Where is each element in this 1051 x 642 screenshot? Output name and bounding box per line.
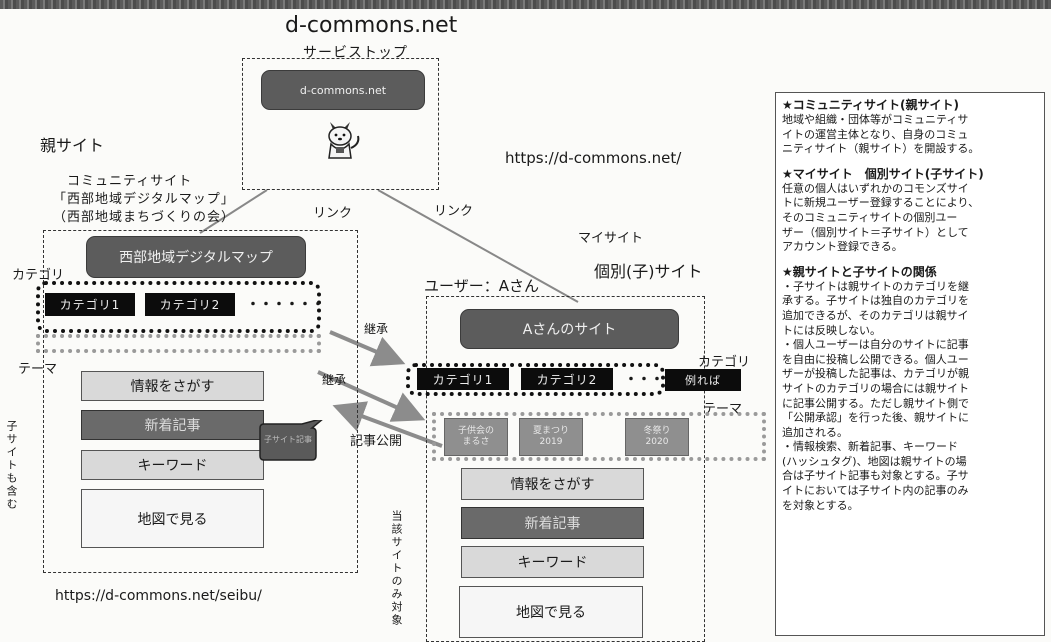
explanation-panel: ★コミュニティサイト(親サイト) 地域や組織・団体等がコミュニティサ イトの運営…	[775, 92, 1045, 636]
child-theme-2-line-2: 2019	[539, 437, 563, 447]
child-article-bubble: 子サイト記事	[252, 420, 332, 466]
publish-label: 記事公開	[350, 434, 403, 449]
panel-heading-mysite: ★マイサイト 個別サイト(子サイト)	[782, 166, 984, 181]
link-label-left: リンク	[313, 206, 353, 221]
speech-bubble-text: 子サイト記事	[264, 435, 312, 444]
child-category-label: カテゴリ	[698, 355, 751, 370]
community-line-3: （西部地域まちづくりの会）	[53, 210, 236, 225]
inherit-arrow-2	[317, 370, 426, 422]
panel-body-community: 地域や組織・団体等がコミュニティサ イトの運営主体となり、自身のコミュ ニティサ…	[782, 113, 980, 156]
site-title: d-commons.net	[285, 13, 458, 38]
parent-keyword-button[interactable]: キーワード	[81, 450, 264, 480]
panel-heading-community: ★コミュニティサイト(親サイト)	[782, 98, 960, 112]
parent-category-1[interactable]: カテゴリ1	[45, 293, 135, 316]
link-line-parent	[199, 189, 268, 234]
parent-category-2[interactable]: カテゴリ2	[145, 293, 235, 316]
parent-search-button[interactable]: 情報をさがす	[81, 371, 264, 401]
parent-map-button[interactable]: 地図で見る	[81, 489, 264, 548]
child-search-button[interactable]: 情報をさがす	[461, 468, 644, 500]
parent-site-tag: 親サイト	[40, 136, 105, 155]
child-theme-1[interactable]: 子供会の まるさ	[444, 418, 508, 456]
parent-category-group	[36, 281, 321, 333]
panel-heading-relation: ★親サイトと子サイトの関係	[782, 264, 937, 279]
panel-body-mysite: 任意の個人はいずれかのコモンズサイ トに新規ユーザー登録することにより、 そのコ…	[782, 181, 980, 254]
parent-site-box	[43, 230, 358, 573]
mascot-dog-icon	[318, 114, 364, 162]
individual-site-label: 個別(子)サイト	[594, 262, 703, 281]
child-side-note: 当該サイトのみ対象	[390, 510, 403, 627]
top-site-button[interactable]: d-commons.net	[261, 70, 425, 110]
link-label-right: リンク	[434, 204, 474, 219]
parent-theme-label: テーマ	[18, 362, 58, 377]
child-theme-3-line-2: 2020	[645, 437, 669, 447]
child-theme-group	[432, 412, 766, 461]
child-theme-3-line-1: 冬祭り	[643, 426, 671, 436]
community-line-1: コミュニティサイト	[67, 174, 193, 189]
inherit-arrow-1	[329, 330, 406, 367]
child-category-group	[406, 363, 665, 396]
child-theme-3[interactable]: 冬祭り 2020	[625, 418, 689, 456]
child-category-1[interactable]: カテゴリ1	[417, 368, 509, 390]
child-category-2[interactable]: カテゴリ2	[521, 368, 613, 390]
child-map-button[interactable]: 地図で見る	[459, 586, 643, 638]
child-theme-1-line-1: 子供会の	[457, 426, 494, 436]
parent-side-note: 子サイトも含む	[5, 420, 18, 511]
parent-title-button[interactable]: 西部地域デジタルマップ	[86, 236, 306, 278]
parent-category-label: カテゴリ	[12, 268, 65, 283]
speech-bubble-shape	[259, 420, 323, 461]
panel-body-relation: ・子サイトは親サイトのカテゴリを継 承する。子サイトは独自のカテゴリを 追加でき…	[782, 279, 969, 512]
inherit-label-2: 継承	[322, 373, 347, 387]
child-category-more: ・・・・	[624, 372, 677, 388]
child-new-articles-button[interactable]: 新着記事	[461, 507, 644, 539]
user-label: ユーザー：Aさん	[424, 277, 539, 295]
link-line-child	[377, 189, 579, 303]
parent-category-more: ・・・・・・	[246, 297, 325, 313]
child-extra-category[interactable]: 例れば	[665, 369, 741, 391]
inherit-label-1: 継承	[364, 322, 389, 336]
top-scan-band	[0, 0, 1051, 9]
child-theme-2-line-1: 夏まつり	[532, 426, 569, 436]
my-site-label: マイサイト	[578, 231, 644, 246]
service-top-box	[242, 58, 439, 190]
parent-new-articles-button[interactable]: 新着記事	[81, 410, 264, 440]
community-line-2: 「西部地域デジタルマップ」	[53, 192, 235, 207]
child-theme-1-line-2: まるさ	[462, 437, 490, 447]
child-theme-2[interactable]: 夏まつり 2019	[519, 418, 583, 456]
service-top-label: サービストップ	[303, 45, 408, 61]
parent-theme-band	[36, 334, 321, 353]
child-title-button[interactable]: Aさんのサイト	[460, 309, 679, 349]
top-url: https://d-commons.net/	[505, 149, 682, 167]
child-keyword-button[interactable]: キーワード	[461, 546, 644, 578]
parent-url: https://d-commons.net/seibu/	[55, 588, 262, 604]
